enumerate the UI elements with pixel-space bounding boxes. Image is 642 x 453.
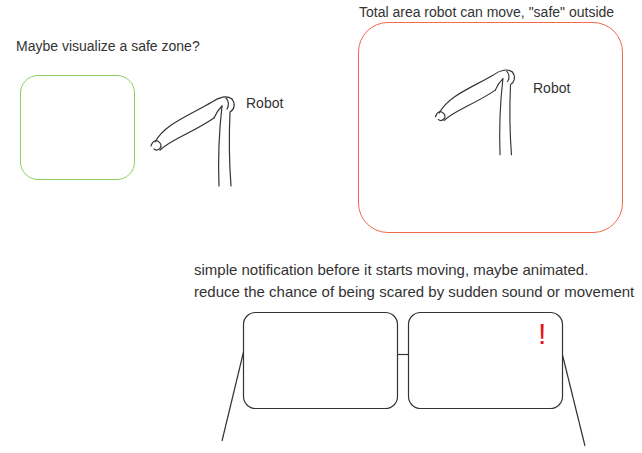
robot-tip bbox=[226, 98, 228, 109]
robot-base-curl bbox=[151, 141, 161, 150]
robot-arm-sketch bbox=[435, 70, 514, 155]
robot-joint bbox=[495, 79, 503, 90]
box-heading: Total area robot can move, "safe" outsid… bbox=[359, 4, 614, 20]
robot-arm-lower bbox=[160, 118, 214, 150]
robot-arm-lower bbox=[444, 90, 495, 120]
safe-zone-box: Maybe visualize a safe zone? bbox=[20, 75, 135, 180]
robot-finger-front bbox=[229, 99, 234, 186]
robot-area-box: Total area robot can move, "safe" outsid… bbox=[358, 22, 623, 233]
robot-arm-sketch bbox=[151, 97, 234, 186]
box-heading: Maybe visualize a safe zone? bbox=[16, 38, 200, 54]
glasses-sketch bbox=[222, 313, 585, 447]
robot-base-curl bbox=[435, 112, 444, 121]
robot-joint bbox=[214, 106, 222, 118]
robot-finger-front bbox=[510, 72, 515, 155]
glasses-temple-left bbox=[222, 352, 244, 441]
robot-label: Robot bbox=[246, 95, 283, 111]
robot-tip bbox=[507, 71, 509, 81]
glasses-lens-left bbox=[244, 313, 398, 409]
robot-finger-back bbox=[219, 106, 222, 186]
glasses-temple-right bbox=[563, 355, 586, 446]
glasses-lens-right bbox=[409, 313, 563, 409]
notification-note: simple notification before it starts mov… bbox=[194, 259, 636, 303]
alert-symbol: ! bbox=[538, 316, 546, 351]
robot-label: Robot bbox=[533, 80, 570, 96]
glasses-bridge bbox=[398, 354, 409, 355]
robot-finger-back bbox=[500, 79, 503, 155]
